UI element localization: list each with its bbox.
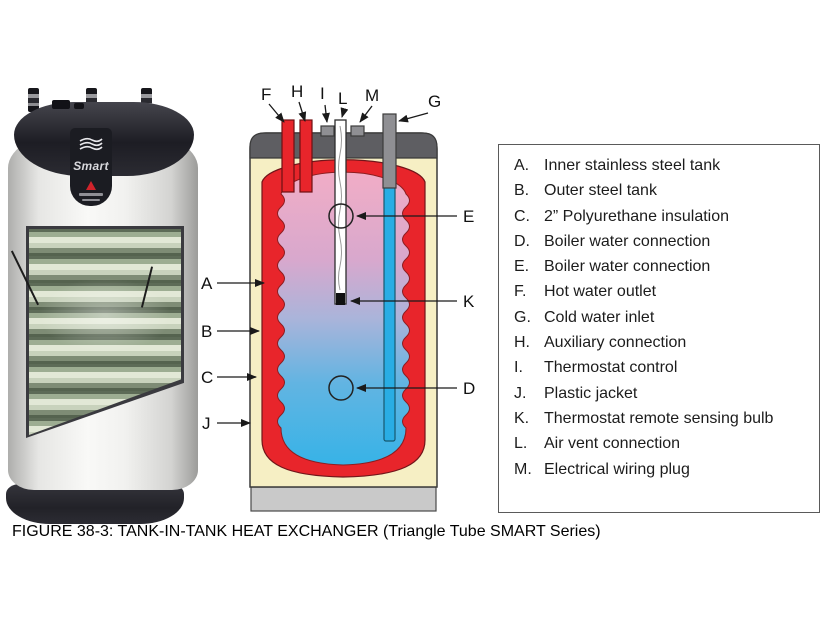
- legend-key: M.: [514, 460, 532, 478]
- legend-item: D. Boiler water connection: [514, 229, 819, 254]
- photo-tank-base: [6, 484, 184, 524]
- cross-section-diagram: F H I L M G A B C J E K D: [195, 72, 487, 524]
- legend-item: F. Hot water outlet: [514, 279, 819, 304]
- thermostat-control-stub: [320, 125, 335, 137]
- brand-mark: [79, 193, 103, 196]
- legend-text: Electrical wiring plug: [544, 460, 690, 478]
- heater-photo: Smart: [6, 84, 206, 526]
- air-vent-pipe: [334, 119, 347, 305]
- label-K: K: [463, 292, 475, 311]
- legend-key: F.: [514, 283, 527, 301]
- cold-water-dip-tube: [383, 185, 396, 442]
- label-F: F: [261, 85, 271, 104]
- legend-key: K.: [514, 409, 530, 427]
- fitting-knob-icon: [74, 103, 84, 109]
- legend-key: G.: [514, 308, 531, 326]
- legend-item: M. Electrical wiring plug: [514, 457, 819, 482]
- legend-key: J.: [514, 384, 527, 402]
- callout-arrow-G: [398, 112, 429, 123]
- legend-text: Air vent connection: [544, 435, 681, 453]
- legend-key: I.: [514, 359, 523, 377]
- label-G: G: [428, 92, 441, 111]
- diagram-floor-base: [250, 486, 437, 512]
- boiler-connection-E-circle: [328, 203, 354, 229]
- label-M: M: [365, 86, 379, 105]
- pipe-stub-icon: [141, 88, 152, 112]
- legend-text: 2” Polyurethane insulation: [544, 207, 730, 225]
- fitting-knob-icon: [52, 100, 70, 109]
- legend-item: H. Auxiliary connection: [514, 330, 819, 355]
- callout-arrow-M: [359, 105, 373, 123]
- pipe-stub-icon: [86, 88, 97, 112]
- legend-text: Hot water outlet: [544, 283, 657, 301]
- legend-key: D.: [514, 232, 530, 250]
- legend-key: H.: [514, 334, 530, 352]
- label-E: E: [463, 207, 474, 226]
- label-A: A: [201, 274, 213, 293]
- brand-mark: [82, 199, 100, 201]
- cross-section-svg: F H I L M G A B C J E K D: [201, 82, 475, 512]
- legend-text: Boiler water connection: [544, 258, 711, 276]
- sensing-bulb: [336, 293, 345, 305]
- legend-text: Boiler water connection: [544, 232, 711, 250]
- label-C: C: [201, 368, 213, 387]
- label-I: I: [320, 84, 325, 103]
- label-D: D: [463, 379, 475, 398]
- legend-item: C. 2” Polyurethane insulation: [514, 204, 819, 229]
- hot-water-outlet-pipe: [281, 119, 295, 193]
- legend-text: Auxiliary connection: [544, 334, 687, 352]
- smart-badge: Smart: [70, 128, 112, 206]
- legend-key: B.: [514, 182, 530, 200]
- triangle-tube-logo-icon: [86, 181, 96, 190]
- legend-item: G. Cold water inlet: [514, 305, 819, 330]
- legend-text: Inner stainless steel tank: [544, 157, 721, 174]
- legend-item: A. Inner stainless steel tank: [514, 153, 819, 178]
- figure-caption: FIGURE 38-3: TANK-IN-TANK HEAT EXCHANGER…: [12, 523, 601, 540]
- boiler-connection-D-circle: [328, 375, 354, 401]
- legend-text: Outer steel tank: [544, 182, 657, 200]
- cold-water-inlet-pipe: [382, 113, 397, 189]
- wave-logo-icon: [79, 137, 103, 151]
- electrical-plug-stub: [350, 125, 365, 137]
- label-B: B: [201, 322, 212, 341]
- legend-text: Thermostat remote sensing bulb: [544, 409, 774, 427]
- legend-box: A. Inner stainless steel tank B. Outer ste…: [498, 144, 820, 513]
- capillary-line: [338, 125, 342, 291]
- water-volume: [277, 171, 410, 466]
- legend-item: K. Thermostat remote sensing bulb: [514, 406, 819, 431]
- callout-arrow-L: [340, 107, 349, 118]
- legend-item: L. Air vent connection: [514, 431, 819, 456]
- legend-key: E.: [514, 258, 530, 276]
- legend-text: Plastic jacket: [544, 384, 638, 402]
- label-L: L: [338, 89, 347, 108]
- legend-item: I. Thermostat control: [514, 355, 819, 380]
- legend-item: E. Boiler water connection: [514, 254, 819, 279]
- label-H: H: [291, 82, 303, 101]
- legend-text: Cold water inlet: [544, 308, 655, 326]
- pipe-stub-icon: [28, 88, 39, 112]
- badge-brand-text: Smart: [73, 159, 109, 173]
- legend-text: Thermostat control: [544, 359, 678, 377]
- callout-arrow-I: [321, 104, 330, 123]
- callout-arrow-H: [298, 101, 307, 122]
- legend-item: J. Plastic jacket: [514, 381, 819, 406]
- legend-key: A.: [514, 157, 530, 174]
- callout-arrow-F: [268, 103, 285, 123]
- legend-key: C.: [514, 207, 530, 225]
- legend-key: L.: [514, 435, 528, 453]
- auxiliary-connection-pipe: [299, 119, 313, 193]
- legend-item: B. Outer steel tank: [514, 178, 819, 203]
- label-J: J: [202, 414, 211, 433]
